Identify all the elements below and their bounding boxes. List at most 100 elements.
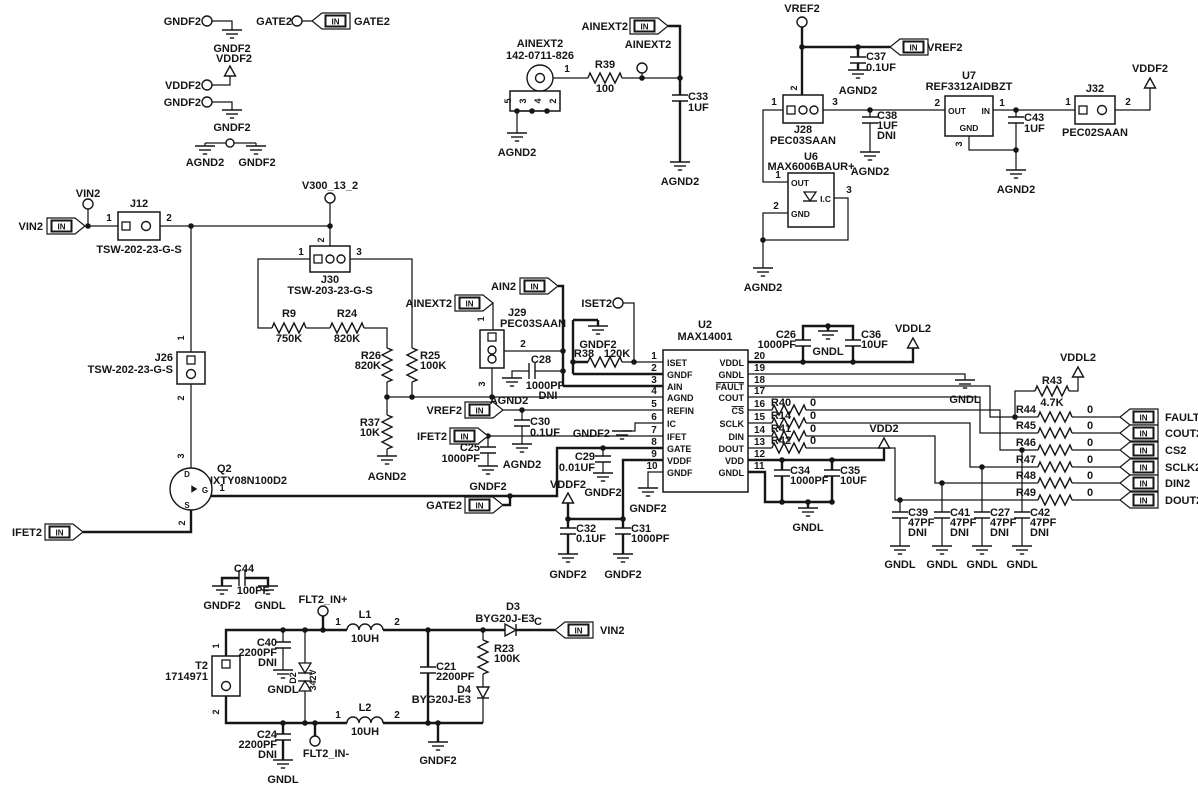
capacitor-c31 [614, 527, 632, 535]
diode-d4 [476, 686, 490, 699]
r26-val: 820K [355, 360, 381, 372]
r40-val: 0 [810, 397, 816, 409]
wire-cout [748, 396, 1120, 434]
power-vddf2-mid [561, 492, 575, 504]
l2-ref: L2 [359, 702, 372, 714]
r48-val: 0 [1087, 470, 1093, 482]
net-flag-cs2: IN [1119, 441, 1159, 459]
pin-circle-j32 [1096, 104, 1108, 116]
net-flag-vin2-left: IN [46, 217, 86, 235]
c37-val: 0.1UF [866, 62, 896, 74]
flag-ainext2-j29-label: AINEXT2 [406, 298, 452, 310]
flag-in-text: IN [58, 223, 66, 232]
flag-gate2-mid-label: GATE2 [426, 500, 462, 512]
flag-in-text: IN [1140, 480, 1148, 489]
c31-ref: C31 [631, 523, 651, 535]
gnd-agnd2-c43: AGND2 [997, 184, 1036, 196]
net-circle-ainext2 [636, 62, 648, 74]
c33-ref: C33 [688, 91, 708, 103]
flag-ifet2-bl-label: IFET2 [12, 527, 42, 539]
net-flag-sclk2: IN [1119, 458, 1159, 476]
q2-term-d: D [184, 470, 190, 479]
c32-val: 0.1UF [576, 533, 606, 545]
ground-gndf2-tl2 [221, 109, 243, 119]
net-circle-gndf2-tl [201, 15, 213, 27]
r9-val: 750K [276, 333, 302, 345]
u2-pinnum-6: 6 [651, 412, 657, 423]
resistor-r46 [1037, 444, 1073, 456]
c24-dni: DNI [258, 749, 277, 761]
u6-port-gnd: GND [791, 209, 810, 219]
j29-pin3: 3 [477, 381, 487, 386]
u2-pinnum-17: 17 [754, 386, 766, 397]
j28-pin2: 2 [789, 85, 799, 90]
u2-pin-gndl2: GNDL [719, 468, 745, 478]
j30-pin2: 2 [316, 237, 326, 242]
ground-gndf2-iset [587, 325, 609, 335]
capacitor-c24 [274, 733, 292, 741]
pwr-vddf2-mid: VDDF2 [550, 479, 586, 491]
wire-cs [748, 409, 1120, 546]
r23-ref: R23 [494, 643, 514, 655]
wire-vref2-top [800, 27, 890, 95]
r44-ref: R44 [1016, 404, 1037, 416]
c31-val: 1000PF [631, 533, 670, 545]
gnd-agnd2-jack: AGND2 [498, 147, 537, 159]
jack-pin5: 5 [503, 98, 513, 103]
r42-val: 0 [810, 435, 816, 447]
wires-thin [85, 20, 1151, 723]
flag-in-text: IN [56, 529, 64, 538]
flag-sclk2-label: SCLK2 [1165, 462, 1198, 474]
gnd-gndl-c39: GNDL [884, 559, 915, 571]
r24-val: 820K [334, 333, 360, 345]
u2-pinnum-4: 4 [651, 386, 657, 397]
u6-pin2: 2 [773, 201, 779, 212]
resistor-r24 [329, 322, 365, 334]
gnd-agnd2-r37: AGND2 [368, 471, 407, 483]
c40-ref: C40 [257, 637, 277, 649]
flag-in-text: IN [476, 502, 484, 511]
net-flag-vin2-bot: IN [554, 621, 594, 639]
gnd-gndf2-c32: GNDF2 [549, 569, 586, 581]
c38-val: 1UF [877, 120, 898, 132]
net-gndf2-tl: GNDF2 [164, 16, 201, 28]
j26-ref: J26 [155, 352, 173, 364]
pin1-square-j32 [1078, 105, 1088, 115]
capacitor-c33 [671, 94, 689, 102]
j12-part: TSW-202-23-G-S [96, 244, 181, 256]
r47-val: 0 [1087, 454, 1093, 466]
tvs-d2 [297, 662, 313, 692]
u2-pin-vddf: VDDF [667, 456, 692, 466]
u2-pin-vddl: VDDL [720, 358, 745, 368]
u7-port-in: IN [982, 106, 991, 116]
flag-in-text: IN [476, 407, 484, 416]
c41-ref: C41 [950, 507, 970, 519]
net-flag-ainext2-top: IN [629, 17, 669, 35]
q2-term-g: G [202, 486, 208, 495]
flag-fault2-label: FAULT2 [1165, 412, 1198, 424]
wire-iset-bracket [571, 318, 663, 376]
jack-name: AINEXT2 [517, 38, 563, 50]
capacitor-c41 [933, 511, 951, 519]
u2-pinnum-7: 7 [651, 425, 657, 436]
pin1-square-j30 [313, 254, 323, 264]
u6-port-ic: I.C [820, 194, 831, 204]
r47-ref: R47 [1016, 454, 1036, 466]
c28-dni: DNI [539, 390, 558, 402]
u2-pin-fault: FAULT [716, 382, 745, 392]
ground-agnd2-jack [506, 132, 528, 142]
inductor-l2 [346, 716, 384, 724]
wire-fault [748, 377, 1120, 418]
gnd-gndf2-c29: GNDF2 [584, 487, 621, 499]
wire-j28-u7 [762, 88, 1151, 183]
u2-pinnum-8: 8 [651, 437, 657, 448]
u7-part: REF3312AIDBZT [926, 81, 1013, 93]
u2-pinnum-16: 16 [754, 399, 766, 410]
u6-pin1: 1 [775, 170, 781, 181]
gnd-agnd2-c37: AGND2 [839, 85, 878, 97]
j12-pin2: 2 [166, 213, 172, 224]
wire-c28 [511, 370, 563, 378]
resistor-r48 [1037, 477, 1073, 489]
c44-val: 100PF [237, 585, 270, 597]
r24-ref: R24 [337, 308, 358, 320]
